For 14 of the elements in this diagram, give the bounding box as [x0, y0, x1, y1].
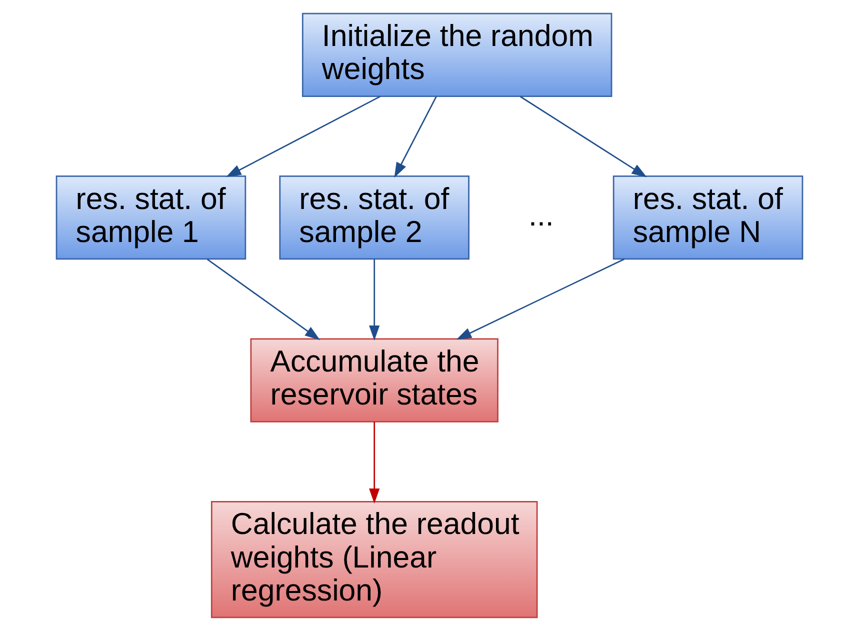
arrow	[394, 96, 436, 178]
node-box: res. stat. of sample N	[612, 176, 803, 260]
node-box: res. stat. of sample 2	[278, 176, 469, 260]
node-box: Accumulate the reservoir states	[250, 338, 498, 422]
node-box: Initialize the random weights	[301, 12, 612, 97]
arrow	[368, 259, 380, 341]
arrow	[368, 422, 380, 504]
arrow	[456, 258, 624, 340]
label: ...	[528, 199, 554, 232]
arrow	[226, 96, 380, 178]
node-box: res. stat. of sample 1	[55, 176, 246, 260]
arrow	[206, 258, 320, 340]
arrow	[520, 96, 646, 178]
node-box: Calculate the readout weights (Linear regression)	[210, 500, 538, 618]
